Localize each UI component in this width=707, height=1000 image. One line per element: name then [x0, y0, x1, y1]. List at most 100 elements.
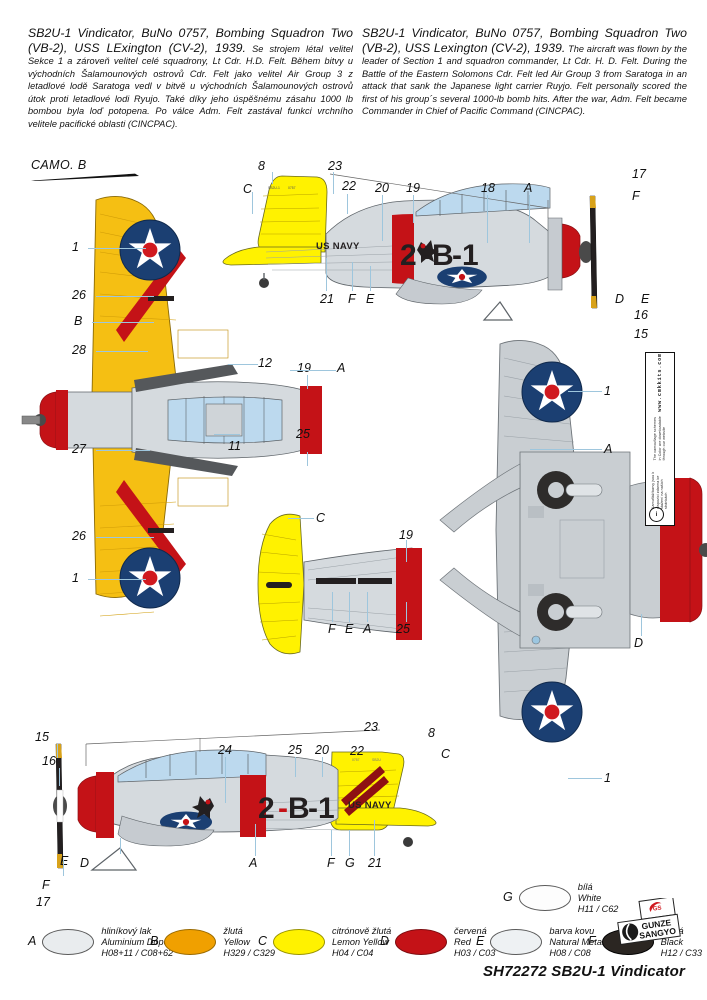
- callout-8-side-top: 8: [258, 159, 265, 173]
- legend-cz-D: červená: [454, 926, 487, 936]
- callout-F-side-top: F: [632, 189, 640, 203]
- callout-G-side-bottom: G: [345, 856, 355, 870]
- callout-17-side-top: 17: [632, 167, 646, 181]
- callout-A-side-bottom: A: [249, 856, 258, 870]
- leader-line: [529, 195, 530, 243]
- leader-line: [96, 351, 148, 352]
- legend-codes-F: H12 / C33: [660, 947, 703, 958]
- svg-text:-: -: [420, 239, 429, 272]
- legend-en-F: Black: [660, 936, 684, 947]
- description-czech: SB2U-1 Vindicator, BuNo 0757, Bombing Sq…: [28, 26, 353, 130]
- callout-22-side-bottom: 22: [350, 744, 364, 758]
- legend-key-C: C: [258, 934, 268, 948]
- website-note-cz: Kamufláž/barvy jsou k dispozici zdarma k…: [651, 471, 669, 509]
- callout-21-side-bottom: 21: [368, 856, 382, 870]
- website-note-box: Kamufláž/barvy jsou k dispozici zdarma k…: [645, 352, 675, 526]
- leader-line: [322, 757, 323, 777]
- leader-line: [326, 258, 327, 291]
- legend-cz-E: barva kovu: [549, 926, 595, 936]
- leader-line: [214, 434, 240, 435]
- leader-line: [641, 614, 642, 636]
- legend-codes-A: H08+11 / C08+62: [101, 947, 174, 958]
- callout-15-side-top: 15: [634, 327, 648, 341]
- callout-1-plan-top: 1: [72, 240, 79, 254]
- website-note-rotated: Kamufláž/barvy jsou k dispozici zdarma k…: [646, 353, 674, 525]
- description-czech-body: Se strojem létal velitel Sekce 1 a zárov…: [28, 43, 353, 129]
- leader-line: [88, 579, 146, 580]
- svg-text:-: -: [308, 792, 318, 825]
- svg-text:2: 2: [400, 239, 416, 272]
- legend-swatch-A: [42, 929, 95, 955]
- callout-19-plan-bottom: 19: [399, 528, 413, 542]
- leader-line: [413, 195, 414, 223]
- callout-22-side-top: 22: [342, 179, 356, 193]
- legend-item-A: A hliníkový lak Aluminium Dope H08+11 / …: [28, 926, 173, 958]
- callout-E-plan-bottom: E: [345, 622, 354, 636]
- leader-line: [332, 592, 333, 622]
- leader-line: [406, 540, 407, 562]
- gunze-sangyo-logo: GS GUNZE SANGYO: [617, 898, 681, 945]
- legend-swatch-D: [395, 929, 448, 955]
- legend-item-E: E barva kovu Natural Metal H08 / C08: [476, 926, 604, 958]
- leader-line: [367, 592, 368, 622]
- kit-number: SH72272 SB2U-1 Vindicator: [482, 963, 685, 980]
- leader-line: [255, 824, 256, 856]
- callout-26-plan-top: 26: [72, 288, 86, 302]
- legend-cz-C: citrónově žlutá: [332, 926, 392, 936]
- leader-line: [349, 830, 350, 856]
- leader-line: [333, 172, 334, 194]
- callout-A-side-top: A: [524, 181, 533, 195]
- leader-line: [288, 518, 314, 519]
- leader-line: [347, 194, 348, 214]
- callout-A-plan-bottom: A: [363, 622, 372, 636]
- callout-19-side-top: 19: [406, 181, 420, 195]
- svg-text:B: B: [432, 239, 453, 272]
- callout-26b-plan-top: 26: [72, 529, 86, 543]
- callout-19-plan-top: 19: [297, 361, 311, 375]
- legend-en-A: Aluminium Dope: [101, 936, 169, 947]
- callout-1b-plan-top: 1: [72, 571, 79, 585]
- leader-line: [568, 778, 602, 779]
- leader-line: [63, 860, 64, 876]
- side-view-starboard: 0757 SB2U-1: [222, 173, 598, 321]
- leader-line: [307, 375, 308, 389]
- svg-text:0757: 0757: [352, 758, 360, 762]
- leader-line: [530, 449, 602, 450]
- description-english-body: The aircraft was flown by the leader of …: [362, 43, 687, 117]
- legend-item-D: D červená Red H03 / C03: [380, 926, 495, 958]
- leader-line: [331, 830, 332, 856]
- camo-label-group: CAMO. B: [31, 158, 139, 181]
- leader-line: [120, 838, 121, 854]
- leader-line: [290, 370, 336, 371]
- svg-text:SB2U: SB2U: [372, 758, 381, 762]
- legend-swatch-B: [164, 929, 217, 955]
- leader-line: [57, 744, 58, 758]
- leader-line: [374, 820, 375, 856]
- callout-18-side-top: 18: [481, 181, 495, 195]
- callout-D-plan-under: D: [634, 636, 644, 650]
- svg-text:2: 2: [258, 792, 275, 825]
- leader-line: [59, 768, 60, 786]
- callout-12-plan-top: 12: [258, 356, 272, 370]
- svg-text:SB2U-1: SB2U-1: [268, 186, 280, 190]
- legend-item-B: B žlutá Yellow H329 / C329: [150, 926, 275, 958]
- callout-A-plan-under: A: [604, 442, 613, 456]
- callout-E2-side-top: E: [641, 292, 650, 306]
- leader-line: [225, 757, 226, 803]
- legend-item-G: G bílá White H11 / C62: [503, 882, 618, 914]
- callout-23-side-bottom: 23: [364, 720, 378, 734]
- legend-key-G: G: [503, 890, 513, 904]
- leader-line: [382, 195, 383, 241]
- description-czech-lead: SB2U-1 Vindicator, BuNo 0757, Bombing Sq…: [28, 26, 353, 55]
- website-url[interactable]: www.cmkkits.com: [656, 353, 663, 412]
- leader-line: [487, 195, 488, 243]
- camo-label: CAMO. B: [31, 158, 87, 172]
- legend-item-C: C citrónově žlutá Lemon Yellow H04 / C04: [258, 926, 391, 958]
- callout-20-side-top: 20: [375, 181, 389, 195]
- description-english-lead: SB2U-1 Vindicator, BuNo 0757, Bombing Sq…: [362, 26, 687, 55]
- legend-codes-G: H11 / C62: [577, 903, 619, 914]
- color-legend: G bílá White H11 / C62 A hliníkový lak A…: [28, 882, 702, 970]
- leader-line: [307, 452, 308, 466]
